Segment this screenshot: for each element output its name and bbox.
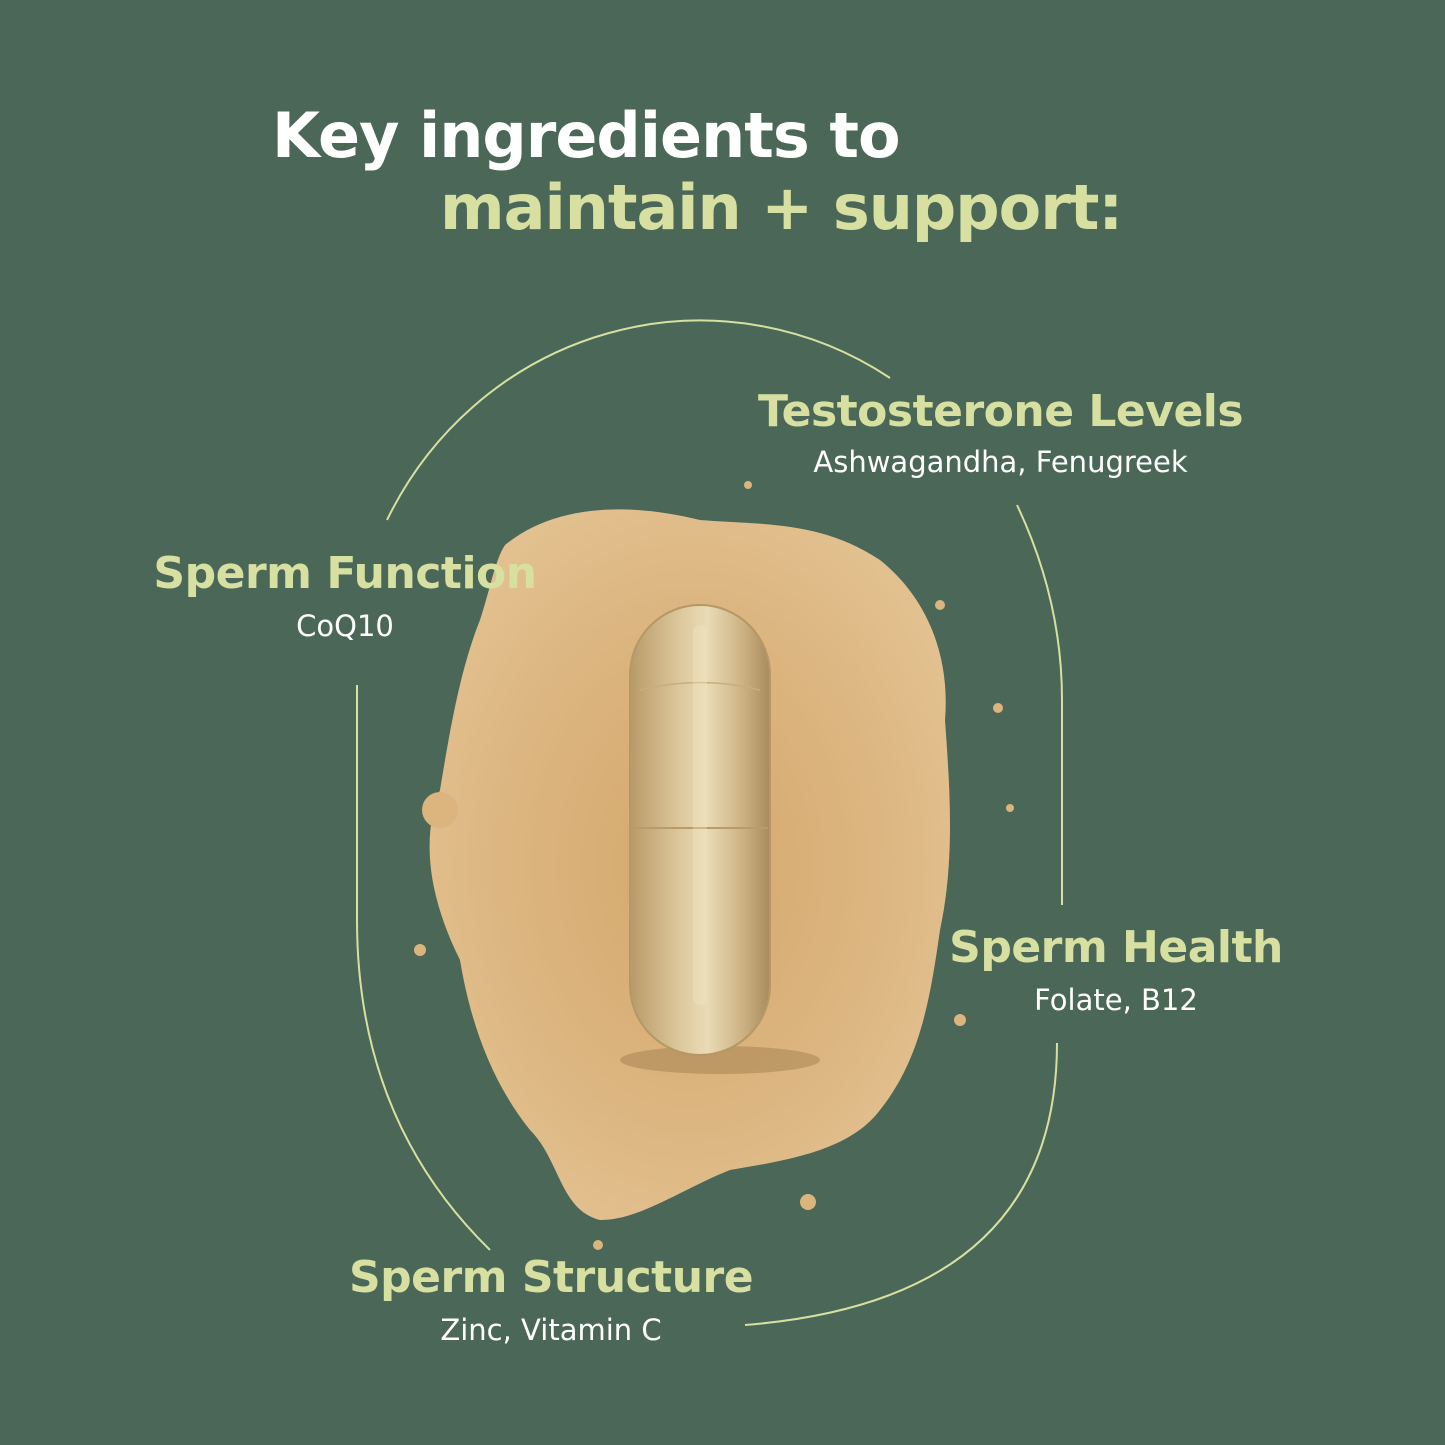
benefit-ingredients: Ashwagandha, Fenugreek bbox=[813, 445, 1188, 479]
benefit-title: Testosterone Levels bbox=[757, 386, 1244, 437]
benefit-sperm-health: Sperm Health Folate, B12 bbox=[930, 922, 1302, 1020]
benefit-sperm-function: Sperm Function CoQ10 bbox=[130, 548, 560, 646]
benefit-title: Sperm Structure bbox=[348, 1252, 754, 1303]
benefit-ingredients: CoQ10 bbox=[296, 609, 394, 643]
headline-line-1: Key ingredients to bbox=[272, 99, 901, 172]
benefit-ingredients: Folate, B12 bbox=[1034, 983, 1198, 1017]
benefit-title: Sperm Function bbox=[153, 548, 537, 599]
capsule bbox=[620, 604, 820, 1074]
benefit-sperm-structure: Sperm Structure Zinc, Vitamin C bbox=[326, 1252, 776, 1350]
benefit-ingredients: Zinc, Vitamin C bbox=[440, 1313, 662, 1347]
benefit-title: Sperm Health bbox=[949, 922, 1283, 973]
headline-line-2: maintain + support: bbox=[440, 171, 1123, 244]
benefit-testosterone-levels: Testosterone Levels Ashwagandha, Fenugre… bbox=[748, 386, 1253, 482]
outline-arcs bbox=[356, 319, 1063, 1326]
